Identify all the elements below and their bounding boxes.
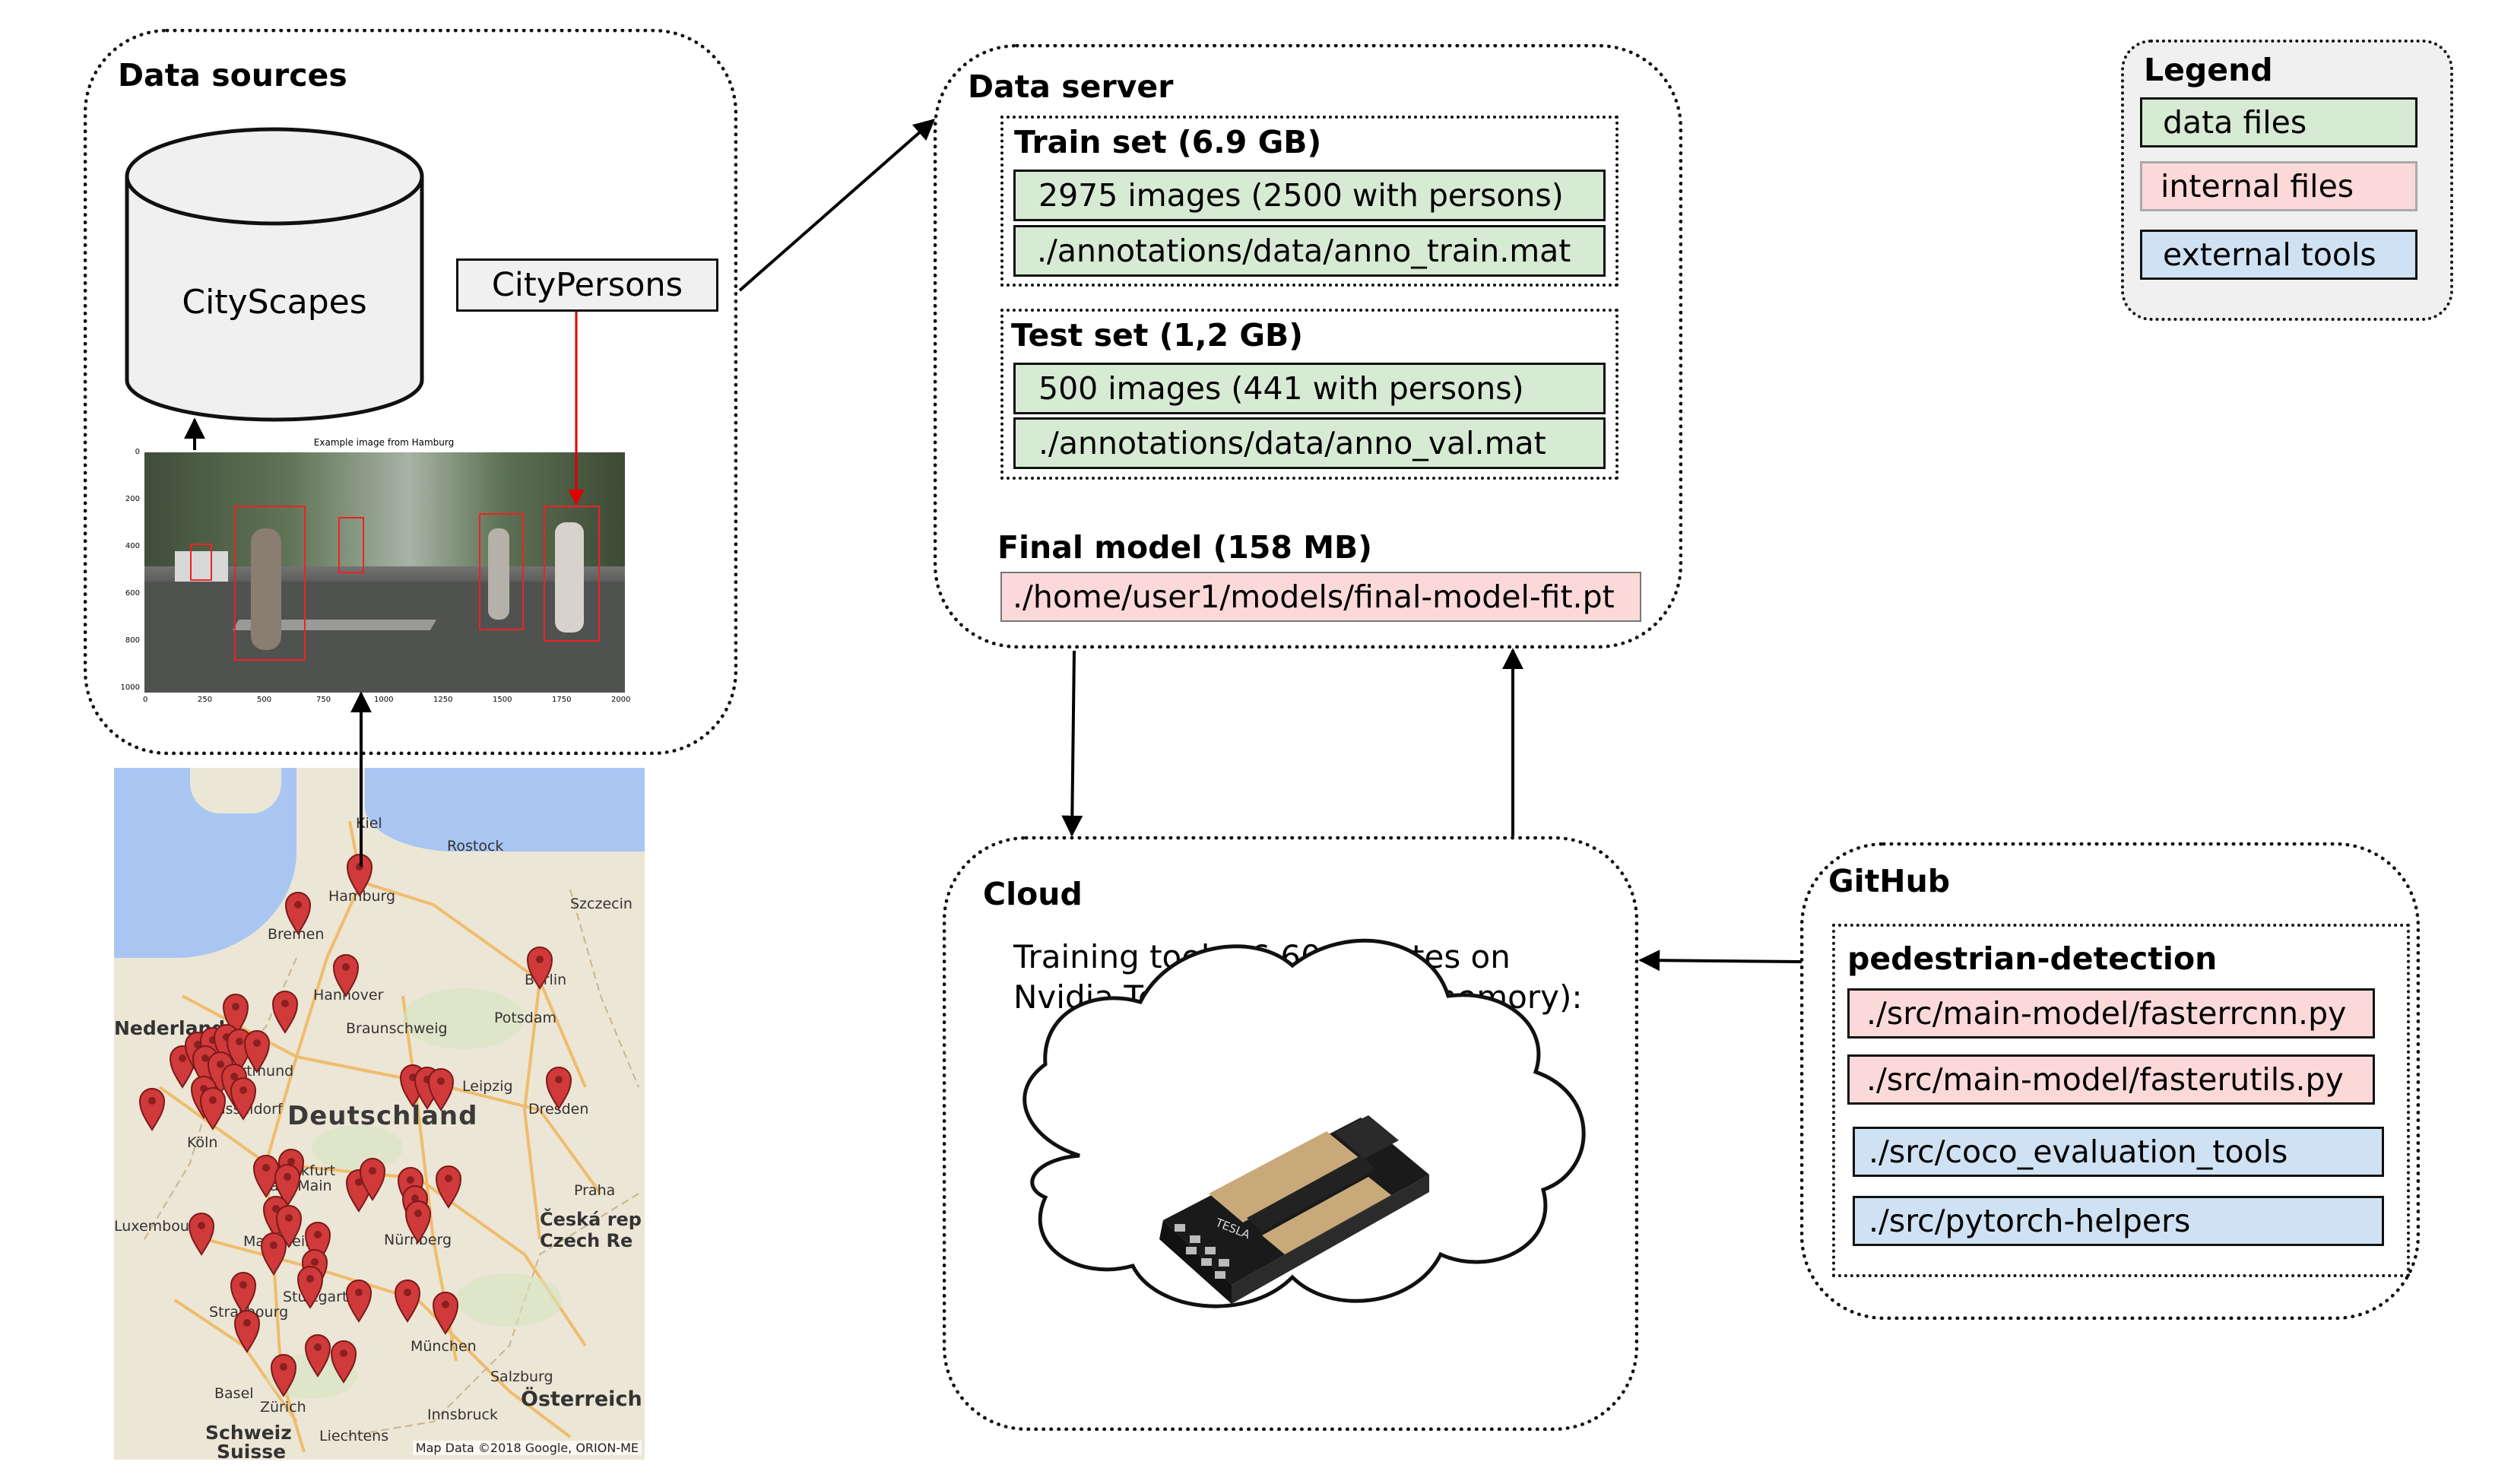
- y-tick: 600: [125, 589, 140, 598]
- map-country-label: Deutschland: [287, 1101, 478, 1131]
- final-model-title: Final model (158 MB): [997, 529, 1373, 566]
- map-markers: [139, 854, 572, 1397]
- y-tick: 200: [125, 495, 140, 503]
- map-city-label: Österreich: [521, 1387, 642, 1411]
- cloud-description-line1: Training took 46.60 minutes on: [1013, 938, 1511, 975]
- test-annotations-file: ./annotations/data/anno_val.mat: [1013, 417, 1606, 469]
- person-bbox: [234, 506, 306, 661]
- person-bbox: [544, 506, 600, 642]
- map-city-label: München: [411, 1338, 477, 1355]
- street-photo: [144, 452, 625, 693]
- final-model-file: ./home/user1/models/final-model-fit.pt: [1000, 572, 1641, 622]
- x-tick: 1500: [493, 696, 512, 704]
- legend-item-external-tools: external tools: [2140, 230, 2417, 280]
- github-file-fasterutils[interactable]: ./src/main-model/fasterutils.py: [1847, 1054, 2375, 1105]
- legend-title: Legend: [2144, 52, 2273, 88]
- cityscapes-label: CityScapes: [182, 283, 367, 322]
- test-set-title: Test set (1,2 GB): [1011, 317, 1303, 354]
- x-tick: 1000: [374, 696, 394, 704]
- arrow-github-to-cloud: [1638, 950, 1802, 972]
- data-sources-box: [84, 29, 737, 755]
- example-image-title: Example image from Hamburg: [313, 437, 455, 448]
- github-box: [1800, 842, 2420, 1320]
- data-server-box: [934, 44, 1682, 648]
- map-city-label: Luxembourg: [114, 1218, 204, 1235]
- data-server-title: Data server: [968, 68, 1174, 105]
- legend-item-internal-files: internal files: [2140, 161, 2417, 211]
- map-city-label: Szczecin: [570, 896, 633, 912]
- map-city-label: Köln: [187, 1134, 218, 1151]
- cloud-title: Cloud: [983, 876, 1083, 912]
- germany-map: Kiel Rostock Hamburg Szczecin Bremen Han…: [114, 768, 645, 1460]
- map-city-label: Hannover: [313, 987, 384, 1004]
- test-set-box: [1000, 309, 1619, 480]
- map-city-label: Czech Re: [540, 1230, 633, 1251]
- map-city-label: Salzburg: [490, 1368, 553, 1385]
- train-annotations-file: ./annotations/data/anno_train.mat: [1013, 225, 1606, 277]
- map-city-label: Hamburg: [328, 888, 396, 905]
- train-images-file: 2975 images (2500 with persons): [1013, 170, 1606, 221]
- x-tick: 750: [316, 696, 331, 704]
- citypersons-box: CityPersons: [456, 258, 718, 312]
- github-file-fasterrcnn[interactable]: ./src/main-model/fasterrcnn.py: [1847, 988, 2375, 1038]
- y-tick: 800: [125, 636, 140, 645]
- map-city-label: Liechtens: [319, 1428, 389, 1444]
- repo-box: [1832, 924, 2410, 1277]
- arrow-sources-to-server: [738, 119, 936, 292]
- github-file-pytorch-helpers[interactable]: ./src/pytorch-helpers: [1853, 1196, 2384, 1246]
- repo-title: pedestrian-detection: [1847, 940, 2218, 977]
- map-city-label: Suisse: [217, 1441, 287, 1460]
- test-images-file: 500 images (441 with persons): [1013, 363, 1606, 414]
- github-title: GitHub: [1828, 863, 1951, 899]
- map-attribution: Map Data ©2018 Google, ORION-ME: [412, 1441, 642, 1455]
- legend-item-data-files: data files: [2140, 97, 2417, 147]
- y-tick: 1000: [120, 683, 140, 692]
- map-city-label: Basel: [214, 1385, 254, 1402]
- cloud-description-line2: Nvidia Tesla V100 (16 GB memory):: [1013, 978, 1583, 1016]
- map-city-label: Leipzig: [462, 1078, 513, 1095]
- person-bbox: [338, 517, 364, 573]
- map-city-label: Zürich: [260, 1399, 306, 1416]
- map-city-label: Schweiz: [205, 1422, 292, 1444]
- example-image-panel: Example image from Hamburg 0 200 400 600…: [114, 430, 654, 711]
- person-bbox: [479, 513, 524, 630]
- map-city-label: Bremen: [268, 926, 325, 943]
- y-tick: 0: [135, 448, 140, 456]
- train-set-title: Train set (6.9 GB): [1014, 124, 1322, 160]
- github-file-coco-evaluation-tools[interactable]: ./src/coco_evaluation_tools: [1853, 1127, 2384, 1177]
- map-city-label: Rostock: [447, 838, 504, 855]
- map-city-label: Dresden: [528, 1101, 588, 1118]
- x-tick: 500: [257, 696, 272, 704]
- map-city-label: Česká rep: [540, 1209, 642, 1230]
- cloud-box: [943, 836, 1638, 1431]
- map-city-label: Praha: [574, 1182, 616, 1199]
- x-tick: 2000: [611, 696, 631, 704]
- x-tick: 1750: [552, 696, 572, 704]
- x-tick: 250: [198, 696, 213, 704]
- map-city-label: Potsdam: [494, 1010, 556, 1026]
- map-city-label: Innsbruck: [427, 1406, 498, 1423]
- map-city-label: Braunschweig: [346, 1020, 448, 1037]
- train-set-box: [1000, 116, 1619, 287]
- marker-icon: [139, 854, 572, 1397]
- y-tick: 400: [125, 542, 140, 550]
- arrow-server-to-cloud: [1061, 650, 1083, 837]
- x-tick: 1250: [433, 696, 453, 704]
- person-bbox: [190, 544, 212, 581]
- data-sources-title: Data sources: [118, 57, 347, 94]
- x-tick: 0: [143, 696, 148, 704]
- citypersons-label: CityPersons: [491, 266, 683, 304]
